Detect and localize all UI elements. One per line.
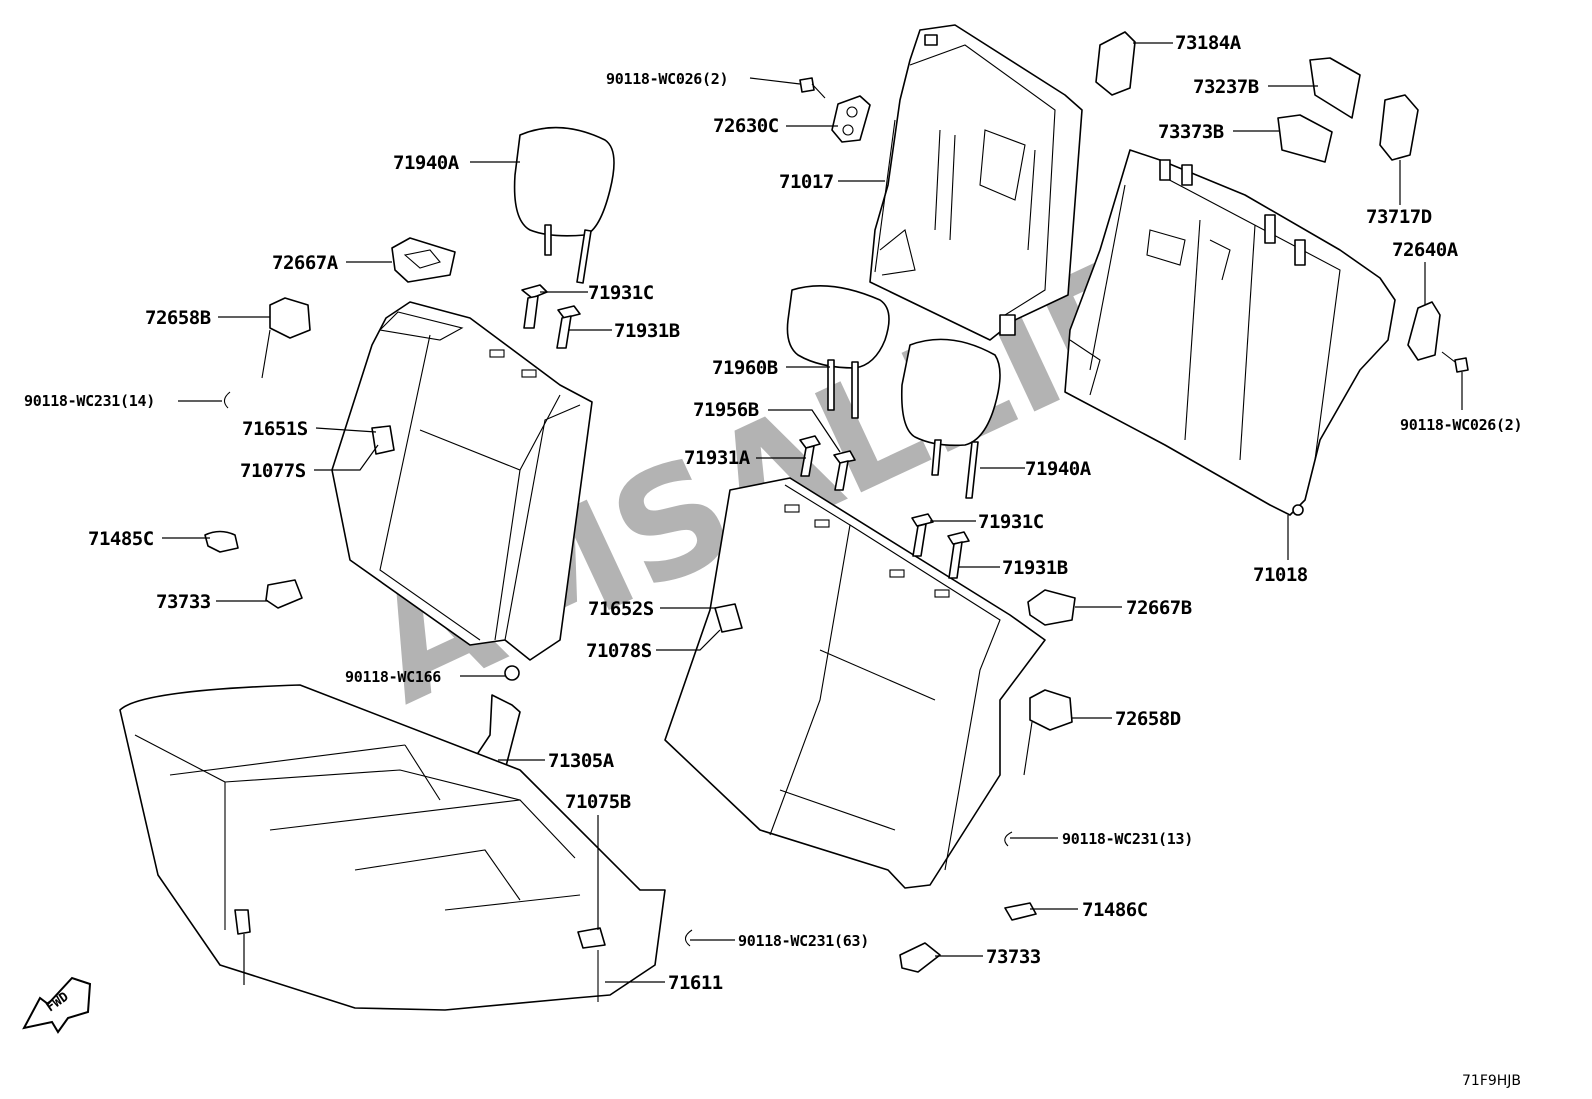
label-90118-wc026-top: 90118-WC026(2) bbox=[606, 70, 728, 88]
part-73733-left bbox=[265, 579, 303, 609]
frame-71018 bbox=[1064, 149, 1396, 516]
label-71485c: 71485C bbox=[88, 528, 154, 550]
center-headrest bbox=[786, 285, 890, 419]
part-73373b bbox=[1277, 114, 1333, 163]
label-73733-right: 73733 bbox=[986, 946, 1041, 968]
left-headrest-guides bbox=[521, 284, 581, 349]
label-71651s: 71651S bbox=[242, 418, 308, 440]
label-71018: 71018 bbox=[1253, 564, 1308, 586]
label-90118-wc231-14: 90118-WC231(14) bbox=[24, 392, 155, 410]
part-72658b bbox=[261, 297, 311, 379]
label-72667a: 72667A bbox=[272, 252, 339, 274]
label-71940a-left: 71940A bbox=[393, 152, 460, 174]
fwd-arrow: FWD bbox=[22, 976, 92, 1034]
label-90118-wc166: 90118-WC166 bbox=[345, 668, 441, 686]
bolt-90118-wc026-top bbox=[799, 77, 826, 99]
label-71078s: 71078S bbox=[586, 640, 652, 662]
label-71486c: 71486C bbox=[1082, 899, 1148, 921]
label-72630c: 72630C bbox=[713, 115, 779, 137]
label-73237b: 73237B bbox=[1193, 76, 1259, 98]
leader-lines bbox=[162, 42, 1463, 983]
diagram-code: 71F9HJB bbox=[1462, 1073, 1521, 1089]
right-headrest bbox=[900, 338, 1001, 499]
label-71075b: 71075B bbox=[565, 791, 631, 813]
part-71078s bbox=[714, 603, 743, 633]
part-73717d bbox=[1379, 94, 1419, 161]
label-72640a: 72640A bbox=[1392, 239, 1459, 261]
label-71931a: 71931A bbox=[684, 447, 751, 469]
label-71017: 71017 bbox=[779, 171, 834, 193]
clip-90118-wc231-14 bbox=[223, 391, 231, 409]
bolt-90118-wc026-right bbox=[1441, 351, 1469, 373]
label-73717d: 73717D bbox=[1366, 206, 1432, 228]
label-72658b: 72658B bbox=[145, 307, 211, 329]
part-73184a bbox=[1095, 31, 1136, 96]
part-72640a bbox=[1407, 301, 1441, 361]
label-90118-wc231-63: 90118-WC231(63) bbox=[738, 932, 869, 950]
part-72667b bbox=[1027, 589, 1076, 626]
part-90118-wc166 bbox=[504, 665, 520, 681]
part-72658d bbox=[1023, 689, 1073, 776]
part-71486c bbox=[1004, 902, 1037, 921]
part-72630c bbox=[831, 95, 871, 143]
clip-90118-wc231-13 bbox=[1004, 831, 1013, 847]
part-clip-bottom bbox=[234, 909, 251, 935]
label-71077s: 71077S bbox=[240, 460, 306, 482]
label-71652s: 71652S bbox=[588, 598, 654, 620]
label-71940a-right: 71940A bbox=[1025, 458, 1092, 480]
part-72667a bbox=[391, 237, 456, 283]
label-71931c-left: 71931C bbox=[588, 282, 654, 304]
label-72667b: 72667B bbox=[1126, 597, 1192, 619]
part-labels: 90118-WC026(2) 72630C 71940A 71017 73184… bbox=[24, 32, 1523, 994]
seat-cushion bbox=[119, 684, 666, 1011]
label-71931b-left: 71931B bbox=[614, 320, 680, 342]
label-71960b: 71960B bbox=[712, 357, 778, 379]
label-73373b: 73373B bbox=[1158, 121, 1224, 143]
left-headrest bbox=[513, 126, 615, 284]
part-73237b bbox=[1309, 57, 1361, 119]
label-72658d: 72658D bbox=[1115, 708, 1181, 730]
frame-71017 bbox=[869, 24, 1083, 341]
part-71485c bbox=[204, 530, 239, 553]
right-seatback-cover bbox=[664, 477, 1046, 889]
part-73733-right bbox=[899, 942, 941, 973]
label-90118-wc026-right: 90118-WC026(2) bbox=[1400, 416, 1522, 434]
label-73733-left: 73733 bbox=[156, 591, 211, 613]
label-71956b: 71956B bbox=[693, 399, 759, 421]
label-71931c-right: 71931C bbox=[978, 511, 1044, 533]
clip-90118-wc231-63 bbox=[684, 929, 693, 947]
label-90118-wc231-13: 90118-WC231(13) bbox=[1062, 830, 1193, 848]
part-71077s bbox=[371, 425, 395, 455]
right-headrest-guides bbox=[911, 513, 970, 579]
center-headrest-guides bbox=[799, 435, 856, 491]
label-73184a: 73184A bbox=[1175, 32, 1242, 54]
label-71305a: 71305A bbox=[548, 750, 615, 772]
label-71931b-right: 71931B bbox=[1002, 557, 1068, 579]
label-71611: 71611 bbox=[668, 972, 723, 994]
